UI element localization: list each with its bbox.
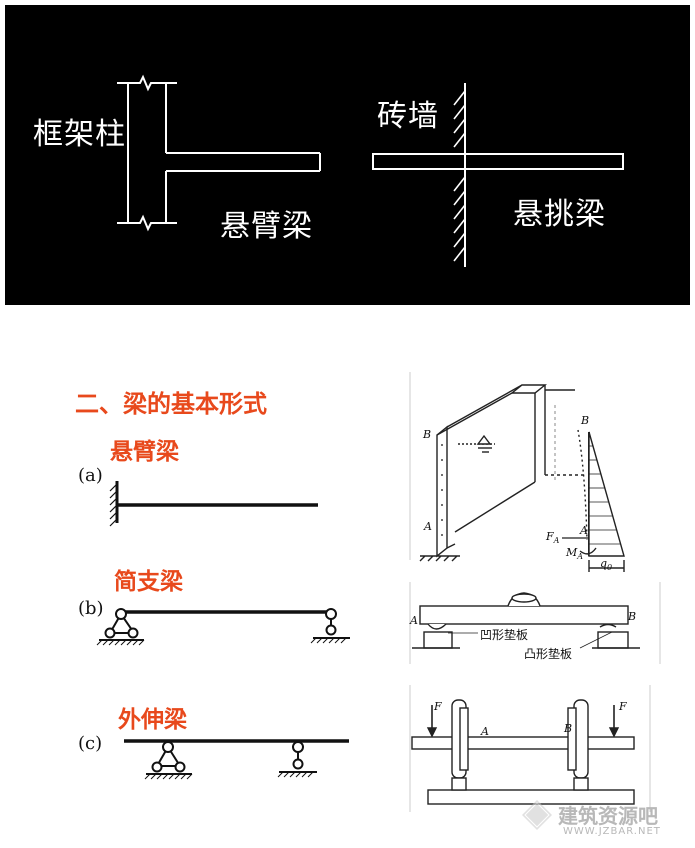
bridge-label-B: B [628, 610, 637, 623]
title-simply-supported: 简支梁 [114, 569, 183, 595]
diagram-cantilever [109, 481, 318, 527]
axle-label-B: B [564, 722, 573, 735]
watermark-logo [522, 800, 552, 830]
diagram-overhanging [124, 739, 349, 780]
column-break-bottom [117, 214, 177, 232]
bridge-label-concave-pad: 凹形垫板 [480, 628, 529, 642]
cad-panel: 框架柱 悬臂梁 砖墙 悬挑梁 [5, 5, 690, 305]
label-brick-wall: 砖墙 [377, 99, 439, 134]
axle-label-A: A [481, 725, 489, 738]
marker-c: (c) [78, 733, 103, 754]
column-break-top [117, 74, 177, 92]
section-heading: 二、梁的基本形式 [75, 390, 267, 418]
label-cantilever-beam: 悬臂梁 [220, 209, 313, 244]
dam-label-q0: q0 [600, 557, 613, 573]
axle-label-F-right: F [619, 700, 627, 713]
marker-b: (b) [78, 598, 104, 619]
axle-label-F-left: F [434, 700, 442, 713]
dam-label-FA: FA [546, 530, 560, 546]
marker-a: (a) [78, 465, 103, 486]
cad-drawing [117, 74, 624, 267]
title-cantilever: 悬臂梁 [110, 439, 179, 465]
dam-label-A-right: A [580, 524, 588, 537]
watermark-name: 建筑资源吧 [558, 804, 658, 828]
bridge-label-convex-pad: 凸形垫板 [524, 647, 573, 661]
title-overhanging: 外伸梁 [118, 707, 187, 733]
dam-label-B: B [423, 428, 432, 441]
illustration-axle [409, 685, 651, 812]
illustration-bridge [409, 582, 661, 664]
bridge-label-A: A [410, 614, 418, 627]
label-frame-column: 框架柱 [33, 117, 126, 152]
label-overhang-beam: 悬挑梁 [513, 197, 606, 232]
dam-label-A: A [424, 520, 432, 533]
overhang-beam [372, 153, 624, 170]
dam-label-MA: MA [566, 546, 584, 562]
dam-label-B-right: B [581, 414, 590, 427]
wall-hatch [453, 90, 466, 262]
illustration-dam [409, 372, 625, 572]
watermark-url: WWW.JZBAR.NET [563, 826, 661, 837]
diagram-simply-supported [96, 608, 350, 646]
